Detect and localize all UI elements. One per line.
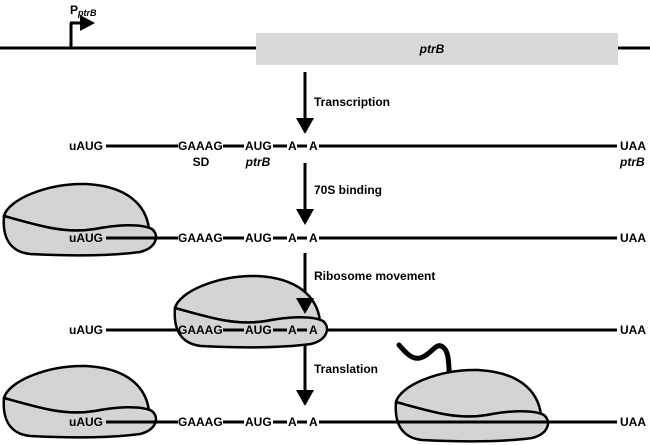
sd-sequence: GAAAG	[178, 139, 223, 153]
mrna-row-1: uAUG GAAAG SD AUG ptrB A A UAA ptrB	[69, 139, 646, 169]
down-arrow-icon	[296, 298, 314, 314]
step-transcription-label: Transcription	[314, 95, 390, 109]
mrna-row-4: uAUG GAAAG AUG A A UAA	[2, 342, 646, 443]
stop-codon-label: UAA	[620, 415, 646, 429]
a-label: A	[309, 139, 318, 153]
step-binding-label: 70S binding	[314, 183, 382, 197]
sd-sequence: GAAAG	[178, 323, 223, 337]
aug-gene-label: ptrB	[245, 155, 271, 169]
ribosome	[173, 274, 329, 349]
ribosome	[2, 364, 158, 439]
step-translation-label: Translation	[314, 362, 378, 376]
ribosome	[2, 182, 158, 257]
a-label: A	[288, 231, 297, 245]
gene-name: ptrB	[419, 42, 445, 56]
down-arrow-icon	[296, 390, 314, 406]
aug-label: AUG	[245, 139, 272, 153]
uaug-label: uAUG	[69, 231, 103, 245]
dna-row: ptrB PptrB	[0, 3, 650, 65]
down-arrow-icon	[296, 209, 314, 225]
stop-codon-label: UAA	[620, 139, 646, 153]
translating-ribosome	[394, 368, 550, 443]
sd-sequence: GAAAG	[178, 415, 223, 429]
step-movement-label: Ribosome movement	[314, 269, 435, 283]
a-label: A	[309, 231, 318, 245]
promoter-arrow-icon	[69, 15, 95, 48]
stop-codon-label: UAA	[620, 231, 646, 245]
a-label: A	[288, 139, 297, 153]
a-label: A	[288, 323, 297, 337]
uaug-label: uAUG	[69, 139, 103, 153]
step-translation: Translation	[296, 343, 378, 406]
a-label: A	[309, 323, 318, 337]
down-arrow-icon	[296, 118, 314, 134]
aug-label: AUG	[245, 415, 272, 429]
step-binding: 70S binding	[296, 163, 382, 225]
nascent-peptide	[396, 342, 453, 381]
aug-label: AUG	[245, 323, 272, 337]
stop-codon-label: UAA	[620, 323, 646, 337]
sd-sequence: GAAAG	[178, 231, 223, 245]
uaug-label: uAUG	[69, 415, 103, 429]
ptrB-gene-box	[256, 33, 618, 65]
promoter-label: PptrB	[70, 3, 97, 18]
sd-label: SD	[193, 155, 210, 169]
mrna-row-3: uAUG GAAAG AUG A A UAA	[69, 274, 646, 349]
aug-label: AUG	[245, 231, 272, 245]
mrna-row-2: uAUG GAAAG AUG A A UAA	[2, 182, 646, 257]
uaug-label: uAUG	[69, 323, 103, 337]
step-transcription: Transcription	[296, 72, 390, 134]
a-label: A	[288, 415, 297, 429]
step-movement: Ribosome movement	[303, 253, 435, 298]
a-label: A	[309, 415, 318, 429]
stop-gene-label: ptrB	[619, 155, 645, 169]
